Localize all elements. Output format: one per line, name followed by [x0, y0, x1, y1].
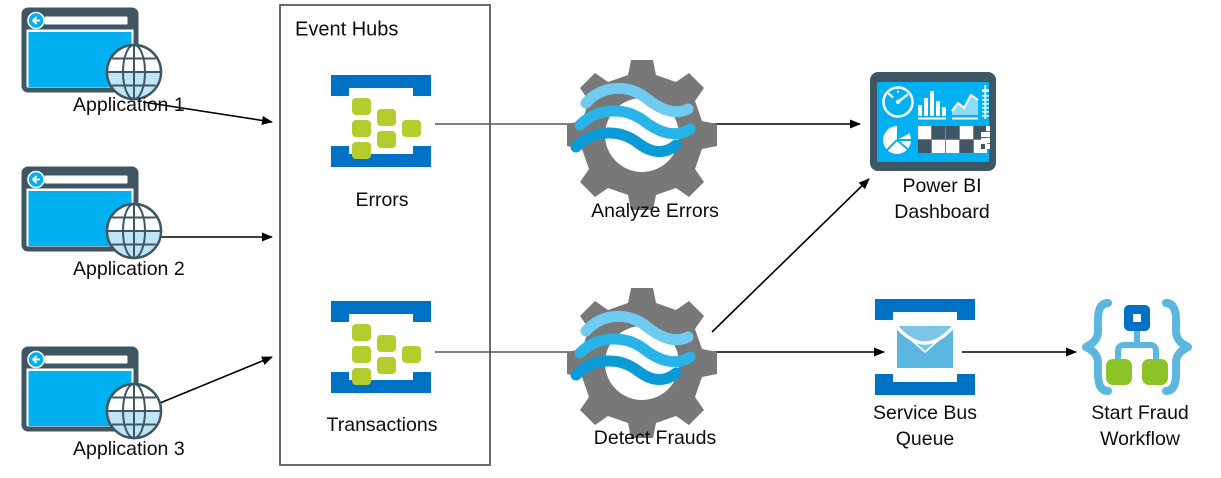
event-hub-icon [331, 301, 431, 393]
start-fraud-workflow-label-line2: Workflow [1100, 428, 1181, 450]
service-bus-queue-label-line1: Service Bus [873, 402, 977, 424]
event-hubs-group-label: Event Hubs [295, 18, 398, 40]
start-fraud-workflow-label-line1: Start Fraud [1091, 402, 1189, 424]
browser-window-globe-icon [24, 169, 161, 258]
arrow-app3-to-event-hubs [142, 356, 273, 411]
event-hub-icon [331, 75, 431, 167]
analyze-errors-label: Analyze Errors [591, 200, 719, 222]
detect-frauds-label: Detect Frauds [594, 427, 717, 449]
node-detect-frauds[interactable]: Detect Frauds [567, 288, 717, 449]
service-bus-queue-label-line2: Queue [896, 428, 955, 450]
node-application-3[interactable]: Application 3 [24, 349, 185, 460]
service-bus-queue-icon [873, 297, 977, 397]
application-3-label: Application 3 [73, 438, 185, 460]
node-application-2[interactable]: Application 2 [24, 169, 185, 280]
event-hub-errors-label: Errors [355, 189, 408, 211]
application-1-label: Application 1 [73, 94, 185, 116]
node-event-hub-transactions[interactable]: Transactions [327, 301, 438, 436]
arrow-detect-frauds-to-power-bi [711, 178, 870, 333]
node-analyze-errors[interactable]: Analyze Errors [567, 60, 719, 222]
node-start-fraud-workflow[interactable]: Start Fraud Workflow [1086, 303, 1189, 450]
arrow-app1-to-event-hubs [142, 101, 273, 125]
application-2-label: Application 2 [73, 258, 185, 280]
stream-analytics-gear-icon [567, 60, 717, 210]
logic-apps-icon [1086, 303, 1188, 391]
power-bi-dashboard-label-line1: Power BI [902, 175, 981, 197]
connections-layer [142, 101, 1077, 411]
event-hubs-group-box [279, 4, 491, 466]
node-service-bus-queue[interactable]: Service Bus Queue [873, 297, 977, 450]
power-bi-dashboard-label-line2: Dashboard [894, 201, 989, 223]
browser-window-globe-icon [24, 10, 161, 99]
node-event-hub-errors[interactable]: Errors [331, 75, 431, 211]
stream-analytics-gear-icon [567, 288, 717, 438]
node-application-1[interactable]: Application 1 [24, 10, 185, 116]
node-power-bi-dashboard[interactable]: Power BI Dashboard [868, 70, 998, 223]
browser-window-globe-icon [24, 349, 161, 438]
power-bi-dashboard-icon [868, 70, 998, 173]
event-hub-transactions-label: Transactions [327, 414, 438, 436]
